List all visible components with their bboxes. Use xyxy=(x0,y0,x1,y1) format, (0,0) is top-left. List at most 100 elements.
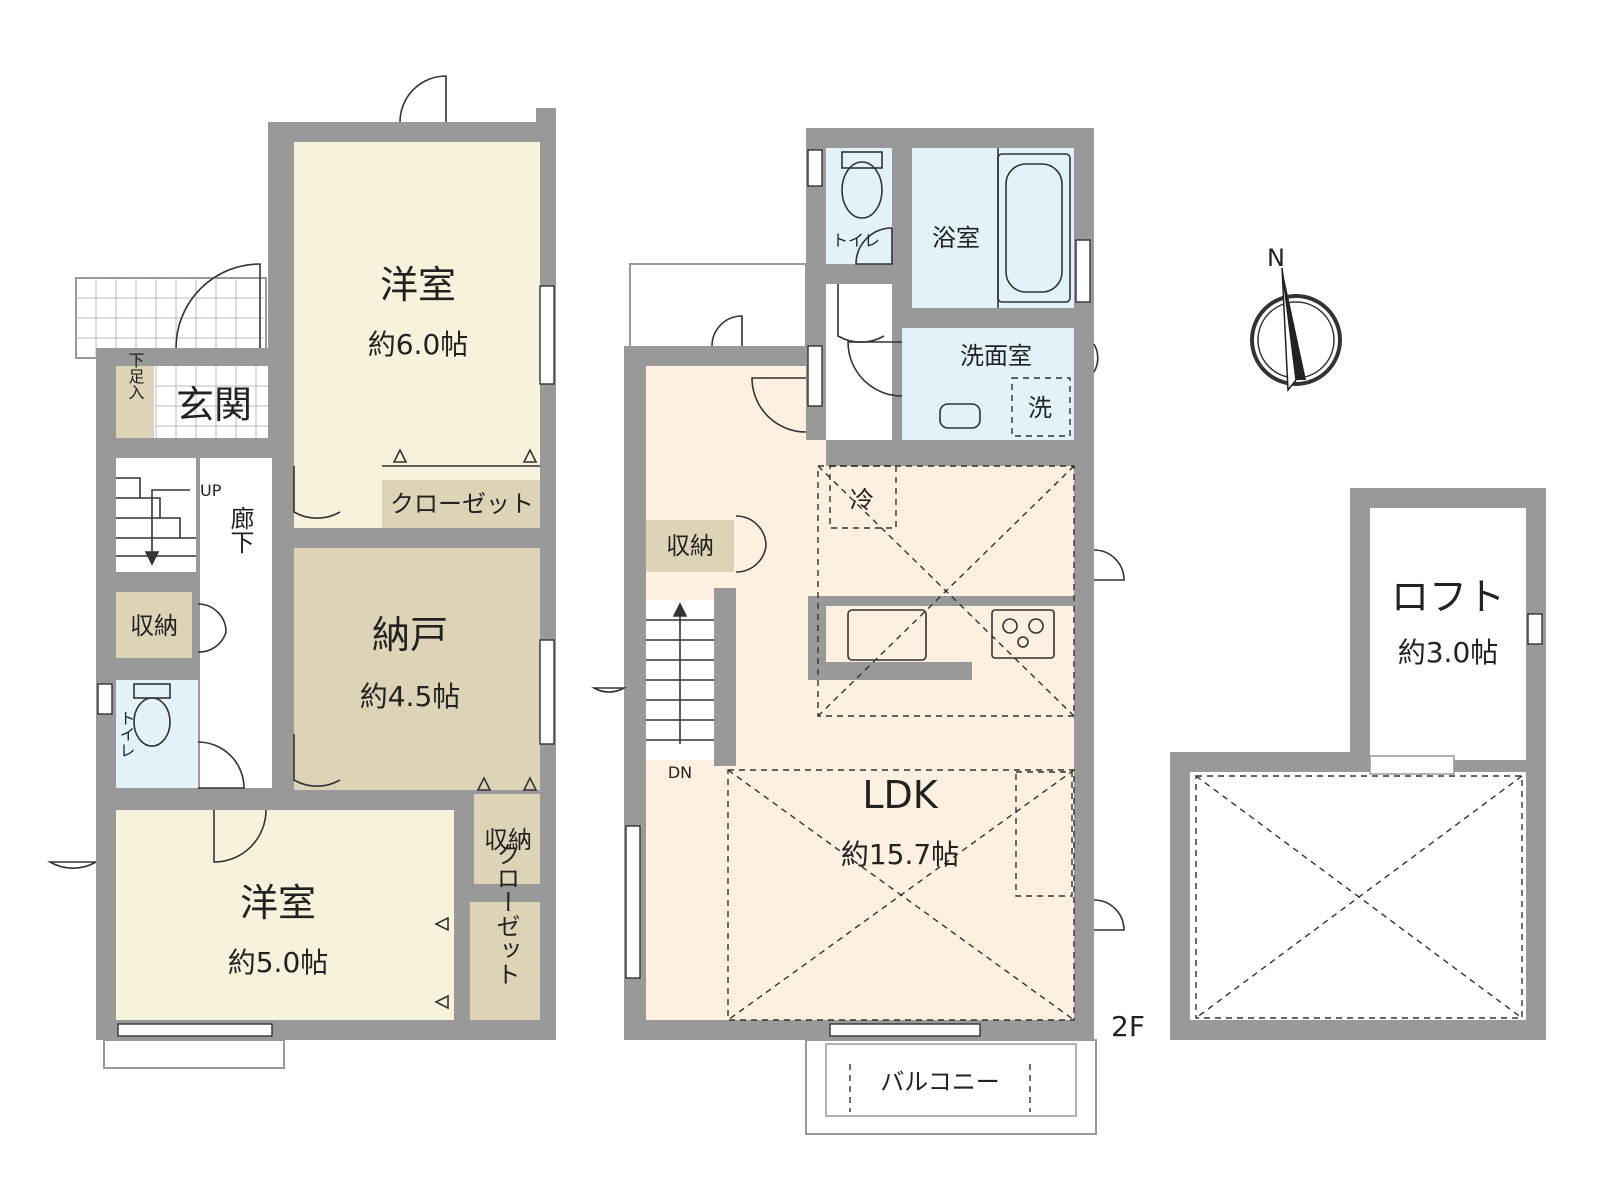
stairs-up-label: UP xyxy=(200,481,222,500)
nando-size: 約4.5帖 xyxy=(360,680,461,713)
window-bathroom xyxy=(1075,239,1091,303)
labels: 洋室 約6.0帖 クローゼット 玄関 下足入 UP 廊下 収納 トイレ 納戸 約… xyxy=(117,224,1506,1096)
window-loft xyxy=(1527,613,1543,645)
toilet-1-tank-icon xyxy=(133,683,171,699)
burner-icon xyxy=(1002,618,1018,634)
western-room-1-name: 洋室 xyxy=(380,263,456,307)
window-western-room-2 xyxy=(117,1023,273,1037)
first-floor xyxy=(47,75,556,1069)
stairs-up-steps xyxy=(116,477,196,566)
shoe-storage xyxy=(116,366,154,438)
storage-3 xyxy=(646,520,734,572)
second-floor-windows xyxy=(625,149,1091,1037)
window-toilet-1 xyxy=(97,683,113,715)
kitchen-counter xyxy=(826,606,1074,662)
second-floor-doors xyxy=(591,227,1125,931)
closet-1-door-mark-left xyxy=(392,448,408,463)
door-washroom[interactable] xyxy=(847,341,903,397)
compass-north-label: N xyxy=(1267,244,1285,272)
window-toilet-2 xyxy=(807,149,823,187)
window-ldk-west xyxy=(625,825,641,979)
toilet-1-label: トイレ xyxy=(117,710,136,758)
door-storage-3[interactable] xyxy=(735,515,767,573)
compass xyxy=(1250,267,1342,393)
door-western-room-2[interactable] xyxy=(213,809,267,863)
door-toilet-1[interactable] xyxy=(197,741,245,789)
first-floor-windows xyxy=(97,285,555,1037)
door-western-room-1-hall[interactable] xyxy=(293,466,341,519)
bathroom xyxy=(912,148,1074,308)
door-western-room-1-north[interactable] xyxy=(399,75,447,123)
shoe-storage-label: 下足入 xyxy=(126,352,145,400)
burner-icon xyxy=(1028,618,1044,634)
washer-label: 洗 xyxy=(1028,394,1052,422)
first-floor-ledge xyxy=(103,1039,285,1069)
closet-1 xyxy=(382,480,540,528)
storage-2-door-mark-right xyxy=(522,776,538,791)
closet-2 xyxy=(470,902,540,1020)
western-room-2-name: 洋室 xyxy=(240,881,316,925)
hallway xyxy=(200,458,272,788)
western-room-1-size: 約6.0帖 xyxy=(368,328,469,361)
loft-ladder-opening xyxy=(1369,755,1455,775)
toilet-2-tank-icon xyxy=(841,151,883,169)
door-ldk-east xyxy=(1093,549,1125,581)
window-nando xyxy=(539,639,555,745)
door-storage-1[interactable] xyxy=(197,603,227,653)
stair-wall xyxy=(714,588,736,766)
upper-hall xyxy=(826,284,892,440)
porch-tiles xyxy=(76,278,266,358)
closet-2-label: クローゼット xyxy=(492,842,520,986)
window-western-room-1 xyxy=(539,285,555,385)
storage-1 xyxy=(116,592,192,658)
compass-needle-icon xyxy=(1282,268,1306,380)
floor-label: 2F xyxy=(1111,1010,1145,1043)
burner-icon xyxy=(1017,636,1029,648)
western-room-2 xyxy=(116,810,454,1020)
open-ceiling-living xyxy=(727,769,1075,1021)
door-toilet-2[interactable] xyxy=(855,227,893,265)
storage-2-label: 収納 xyxy=(484,826,532,854)
bathroom-label: 浴室 xyxy=(932,224,980,252)
loft-void xyxy=(1195,775,1523,1019)
window-ldk-south xyxy=(829,1023,981,1037)
nando-room xyxy=(294,548,540,790)
balcony-label: バルコニー xyxy=(880,1068,1000,1096)
washroom xyxy=(902,328,1074,440)
first-floor-doors xyxy=(47,75,447,869)
closet-2-door-mark-bottom xyxy=(434,994,449,1010)
ldk-room xyxy=(646,366,1074,1020)
stairs-down-steps xyxy=(646,602,714,744)
bathtub-inner xyxy=(1005,163,1063,293)
compass-ring xyxy=(1250,294,1342,386)
washer-space xyxy=(1011,377,1071,437)
western-room-2-size: 約5.0帖 xyxy=(228,946,329,979)
door-stair-window xyxy=(591,687,627,693)
loft-size: 約3.0帖 xyxy=(1398,636,1499,669)
hallway-label: 廊下 xyxy=(226,506,254,554)
door-front-entrance[interactable] xyxy=(175,263,261,349)
door-washroom-window xyxy=(1093,343,1099,373)
door-western-room-2-west[interactable] xyxy=(47,861,97,869)
door-upper-balcony[interactable] xyxy=(711,315,743,347)
closet-1-door-mark-right xyxy=(522,448,538,463)
stove-icon xyxy=(991,609,1055,659)
door-ldk-hall[interactable] xyxy=(751,377,807,433)
loft-room xyxy=(1370,508,1526,760)
second-floor xyxy=(591,128,1125,1135)
loft-name: ロフト xyxy=(1391,575,1505,619)
storage-1-label: 収納 xyxy=(130,612,178,640)
toilet-2-bowl-icon xyxy=(841,161,883,219)
stairs-down-label: DN xyxy=(668,763,692,782)
door-ldk-east-2 xyxy=(1093,899,1125,931)
door-nando[interactable] xyxy=(293,734,341,787)
balcony-inner xyxy=(825,1043,1077,1117)
toilet-2-label: トイレ xyxy=(832,231,880,250)
window-hall xyxy=(807,345,823,407)
ldk-name: LDK xyxy=(862,773,938,817)
storage-2 xyxy=(474,794,540,884)
fridge-label: 冷 xyxy=(850,486,874,514)
closet-2-door-mark-top xyxy=(434,916,449,932)
sink-icon xyxy=(939,403,981,429)
